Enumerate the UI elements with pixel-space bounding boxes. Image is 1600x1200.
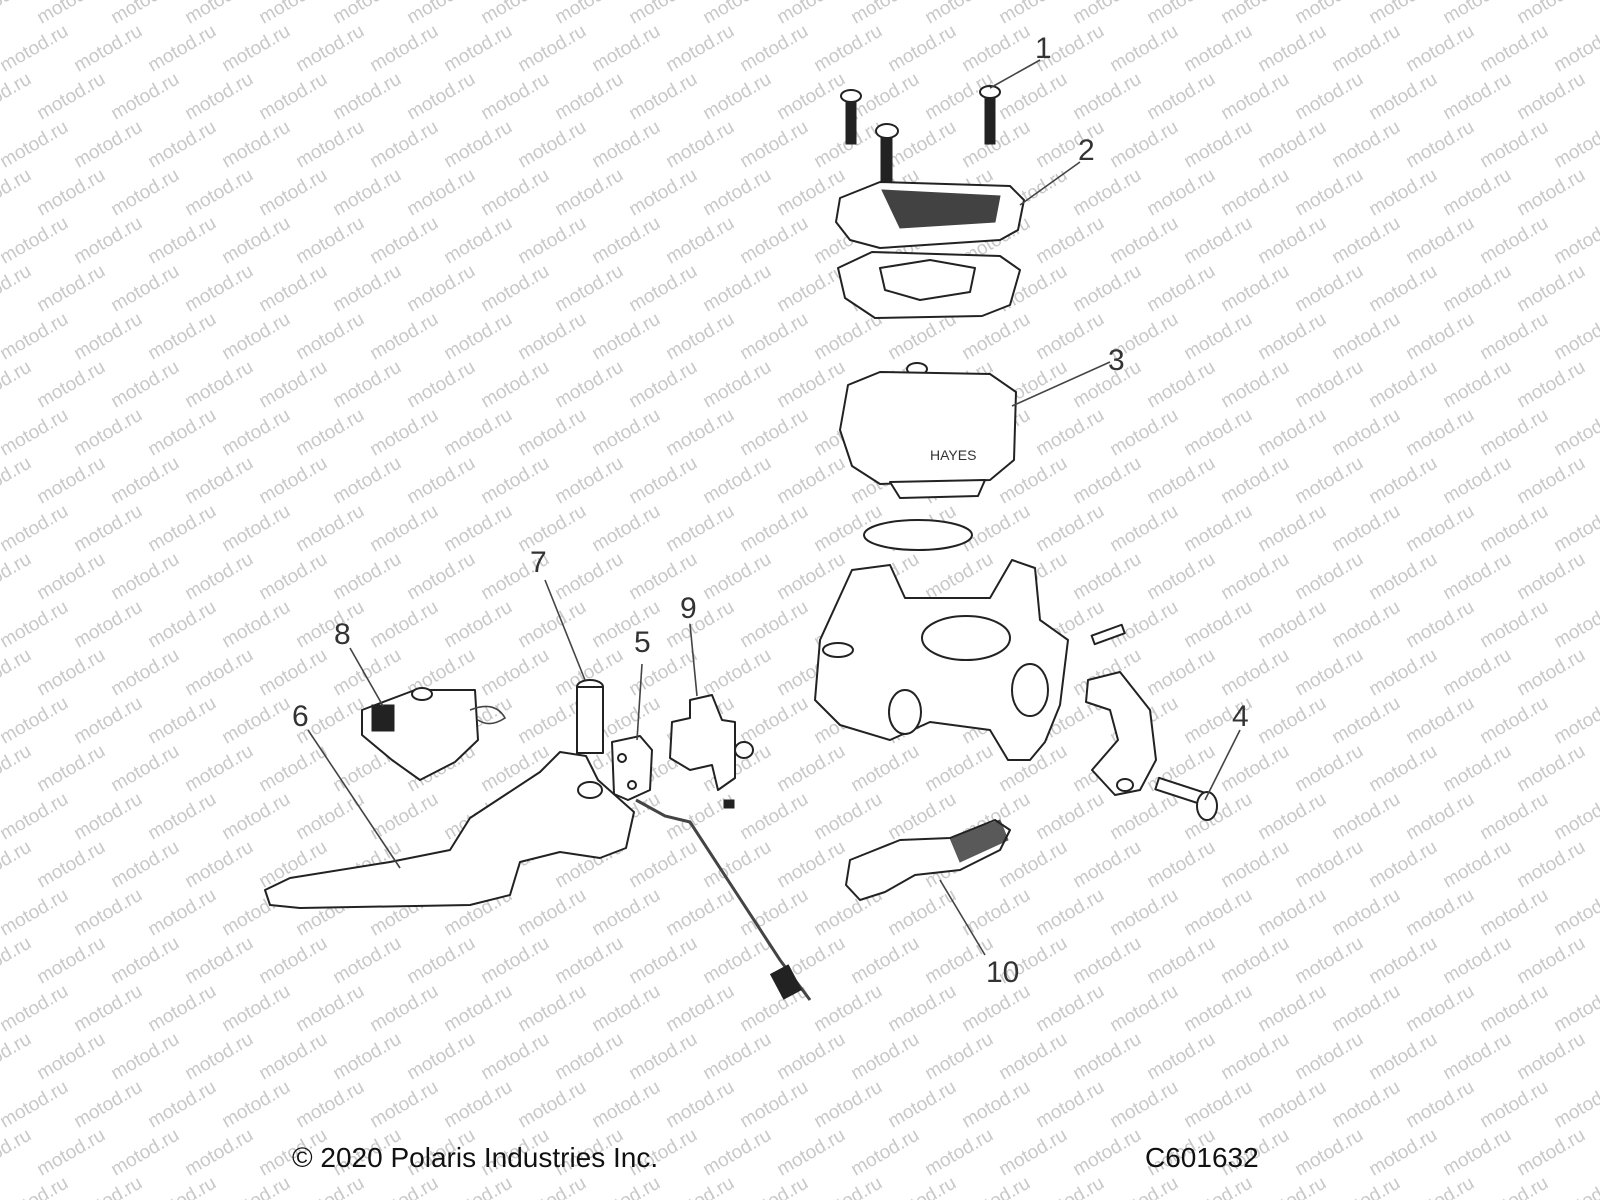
screw-c <box>875 123 899 191</box>
part-reservoir-cap <box>835 181 1025 319</box>
copyright-text: © 2020 Polaris Industries Inc. <box>292 1142 659 1173</box>
callout-2: 2 <box>1078 134 1095 167</box>
reservoir-brand-text: HAYES <box>930 447 976 463</box>
part-screws <box>840 85 1001 191</box>
part-clamp-bolt <box>1154 776 1218 821</box>
callout-3: 3 <box>1108 344 1125 377</box>
callout-6: 6 <box>292 700 309 733</box>
part-reach-adjuster <box>361 687 507 781</box>
part-switch-bracket <box>669 694 754 809</box>
callout-8: 8 <box>334 618 351 651</box>
callout-5: 5 <box>634 626 651 659</box>
part-pivot-bolt <box>576 679 604 754</box>
screw-b <box>979 85 1001 145</box>
screw-a <box>840 89 862 145</box>
callout-10: 10 <box>986 956 1019 989</box>
callout-4: 4 <box>1232 700 1249 733</box>
leader-lines <box>307 59 1241 956</box>
part-master-cylinder-body <box>814 559 1126 761</box>
part-clamp <box>1085 671 1157 796</box>
part-piston-assembly <box>845 819 1011 901</box>
callout-1: 1 <box>1035 32 1052 65</box>
diagram-code: C601632 <box>1145 1142 1259 1173</box>
part-reservoir-body: HAYES <box>839 362 1017 551</box>
callout-labels: 1 2 3 4 5 6 7 8 9 10 <box>292 32 1249 989</box>
part-brake-lever <box>264 751 635 909</box>
part-brake-switch <box>611 735 812 1001</box>
callout-9: 9 <box>680 592 697 625</box>
callout-7: 7 <box>530 546 547 579</box>
